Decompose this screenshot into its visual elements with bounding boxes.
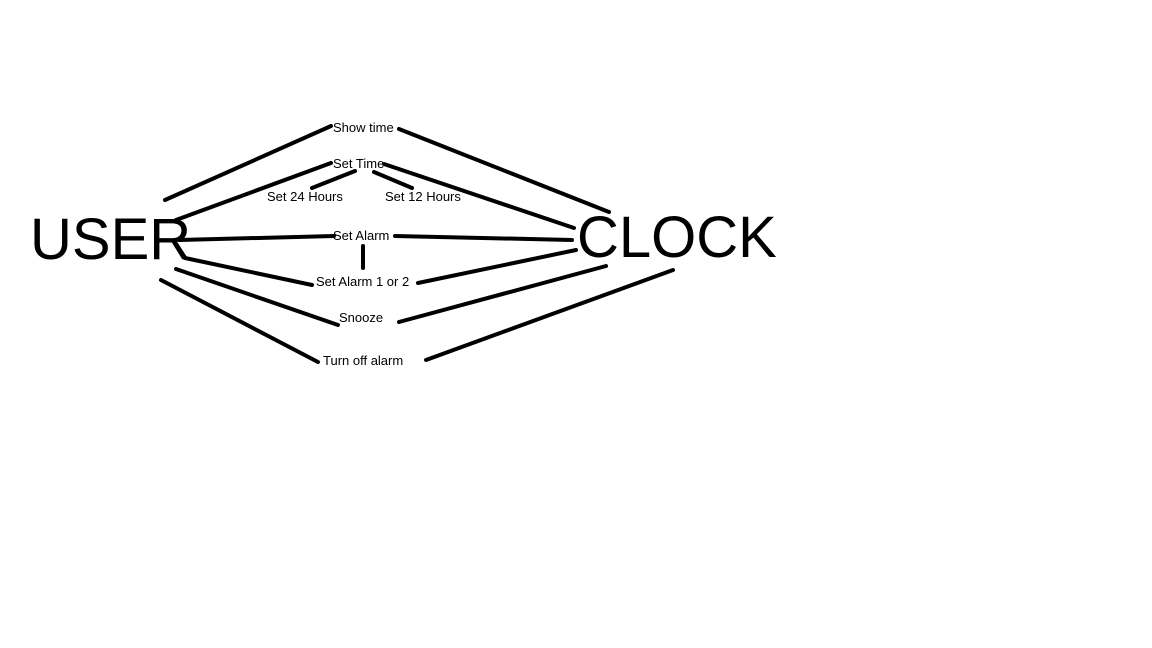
actor-user: USER (30, 207, 191, 272)
action-snooze: Snooze (339, 310, 383, 325)
link-user-set-alarm-1-or-2 (183, 256, 314, 287)
action-show-time: Show time (333, 120, 394, 135)
action-set-24-hours: Set 24 Hours (267, 189, 343, 204)
link-user-set-time (174, 161, 333, 222)
link-user-show-time (163, 124, 333, 202)
link-clock-show-time (397, 127, 611, 214)
action-set-time: Set Time (333, 156, 384, 171)
actor-clock: CLOCK (577, 205, 777, 270)
link-user-set-alarm (177, 234, 336, 242)
action-set-12-hours: Set 12 Hours (385, 189, 461, 204)
action-set-alarm: Set Alarm (333, 228, 389, 243)
link-clock-snooze (397, 264, 608, 324)
link-user-snooze (174, 267, 340, 327)
link-clock-turn-off-alarm (424, 268, 675, 362)
link-set-time-12-hours (372, 170, 414, 190)
link-clock-set-alarm-1-or-2 (416, 248, 578, 285)
link-clock-set-time (382, 162, 576, 230)
link-user-turn-off-alarm (159, 278, 320, 364)
link-clock-set-alarm (393, 234, 574, 242)
action-turn-off-alarm: Turn off alarm (323, 353, 403, 368)
link-set-time-24-hours (310, 169, 357, 190)
action-set-alarm-1-or-2: Set Alarm 1 or 2 (316, 274, 409, 289)
